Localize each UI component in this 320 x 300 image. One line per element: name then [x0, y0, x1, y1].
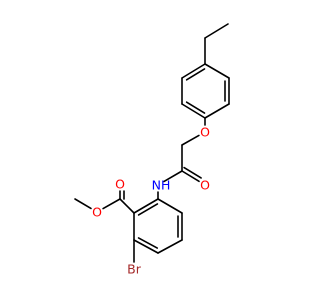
bond-Cb-O2-second [183, 166, 202, 179]
bond-b1-b2 [133, 198, 159, 214]
bond-t1-t2-inner [185, 68, 206, 81]
bond-t3-t4-inner [185, 101, 206, 114]
atom-label-o-3: O [115, 177, 125, 192]
atom-label-o-4: O [92, 205, 102, 220]
atom-label-o-1: O [200, 178, 210, 193]
bond-CH3-CH2 [204, 23, 229, 39]
atom-label-n-2: NH [152, 178, 171, 193]
bond-t6-t1 [204, 63, 230, 79]
bond-b1-b2-inner [137, 203, 159, 216]
bond-b2-Ce [119, 198, 135, 214]
bond-t3-t4 [181, 103, 206, 119]
bond-O1-Ca [181, 134, 200, 146]
bond-b4-b5 [157, 239, 183, 254]
bond-Cb-O2 [181, 170, 200, 183]
bond-Cb-N [163, 170, 183, 183]
bond-b3-b4-inner [137, 237, 159, 249]
atom-label-br-5: Br [127, 262, 142, 277]
bond-Ce-O4 [102, 198, 121, 210]
atom-label-o-0: O [200, 125, 210, 140]
bond-O4-Me [74, 198, 92, 210]
bond-b6-b1 [157, 198, 183, 214]
bond-layer [74, 23, 230, 263]
bond-b3-b4 [133, 239, 159, 254]
bond-t4-t5 [204, 103, 230, 119]
bond-t1-t2 [181, 63, 206, 79]
